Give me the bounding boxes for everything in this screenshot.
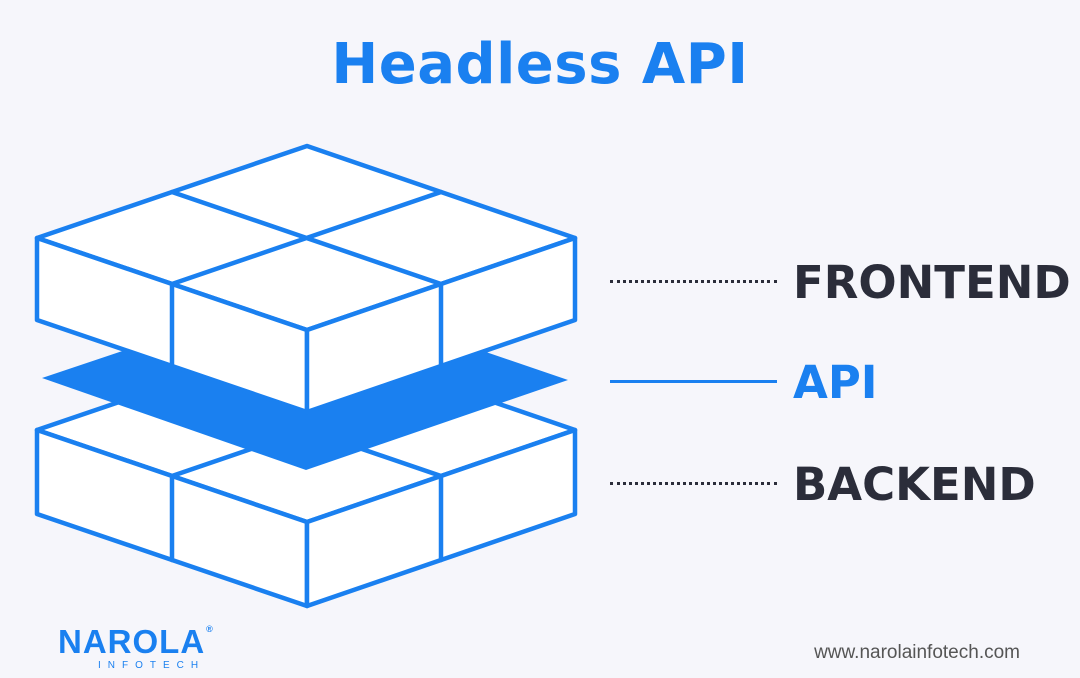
- api-connector: [610, 380, 777, 383]
- logo-name: NAROLA: [58, 623, 206, 660]
- page-title: Headless API: [331, 32, 749, 97]
- narola-logo: NAROLA® INFOTECH: [58, 623, 214, 672]
- backend-label: BACKEND: [793, 458, 1036, 511]
- api-label: API: [793, 356, 878, 409]
- frontend-connector: [610, 280, 777, 283]
- website-url: www.narolainfotech.com: [814, 642, 1020, 663]
- frontend-grid-lines: [169, 189, 444, 369]
- registered-mark: ®: [206, 624, 214, 634]
- backend-connector: [610, 482, 777, 485]
- logo-wordmark: NAROLA®: [58, 623, 214, 660]
- logo-subtitle: INFOTECH: [98, 660, 206, 671]
- frontend-blocks: [34, 143, 578, 415]
- frontend-label: FRONTEND: [793, 256, 1071, 309]
